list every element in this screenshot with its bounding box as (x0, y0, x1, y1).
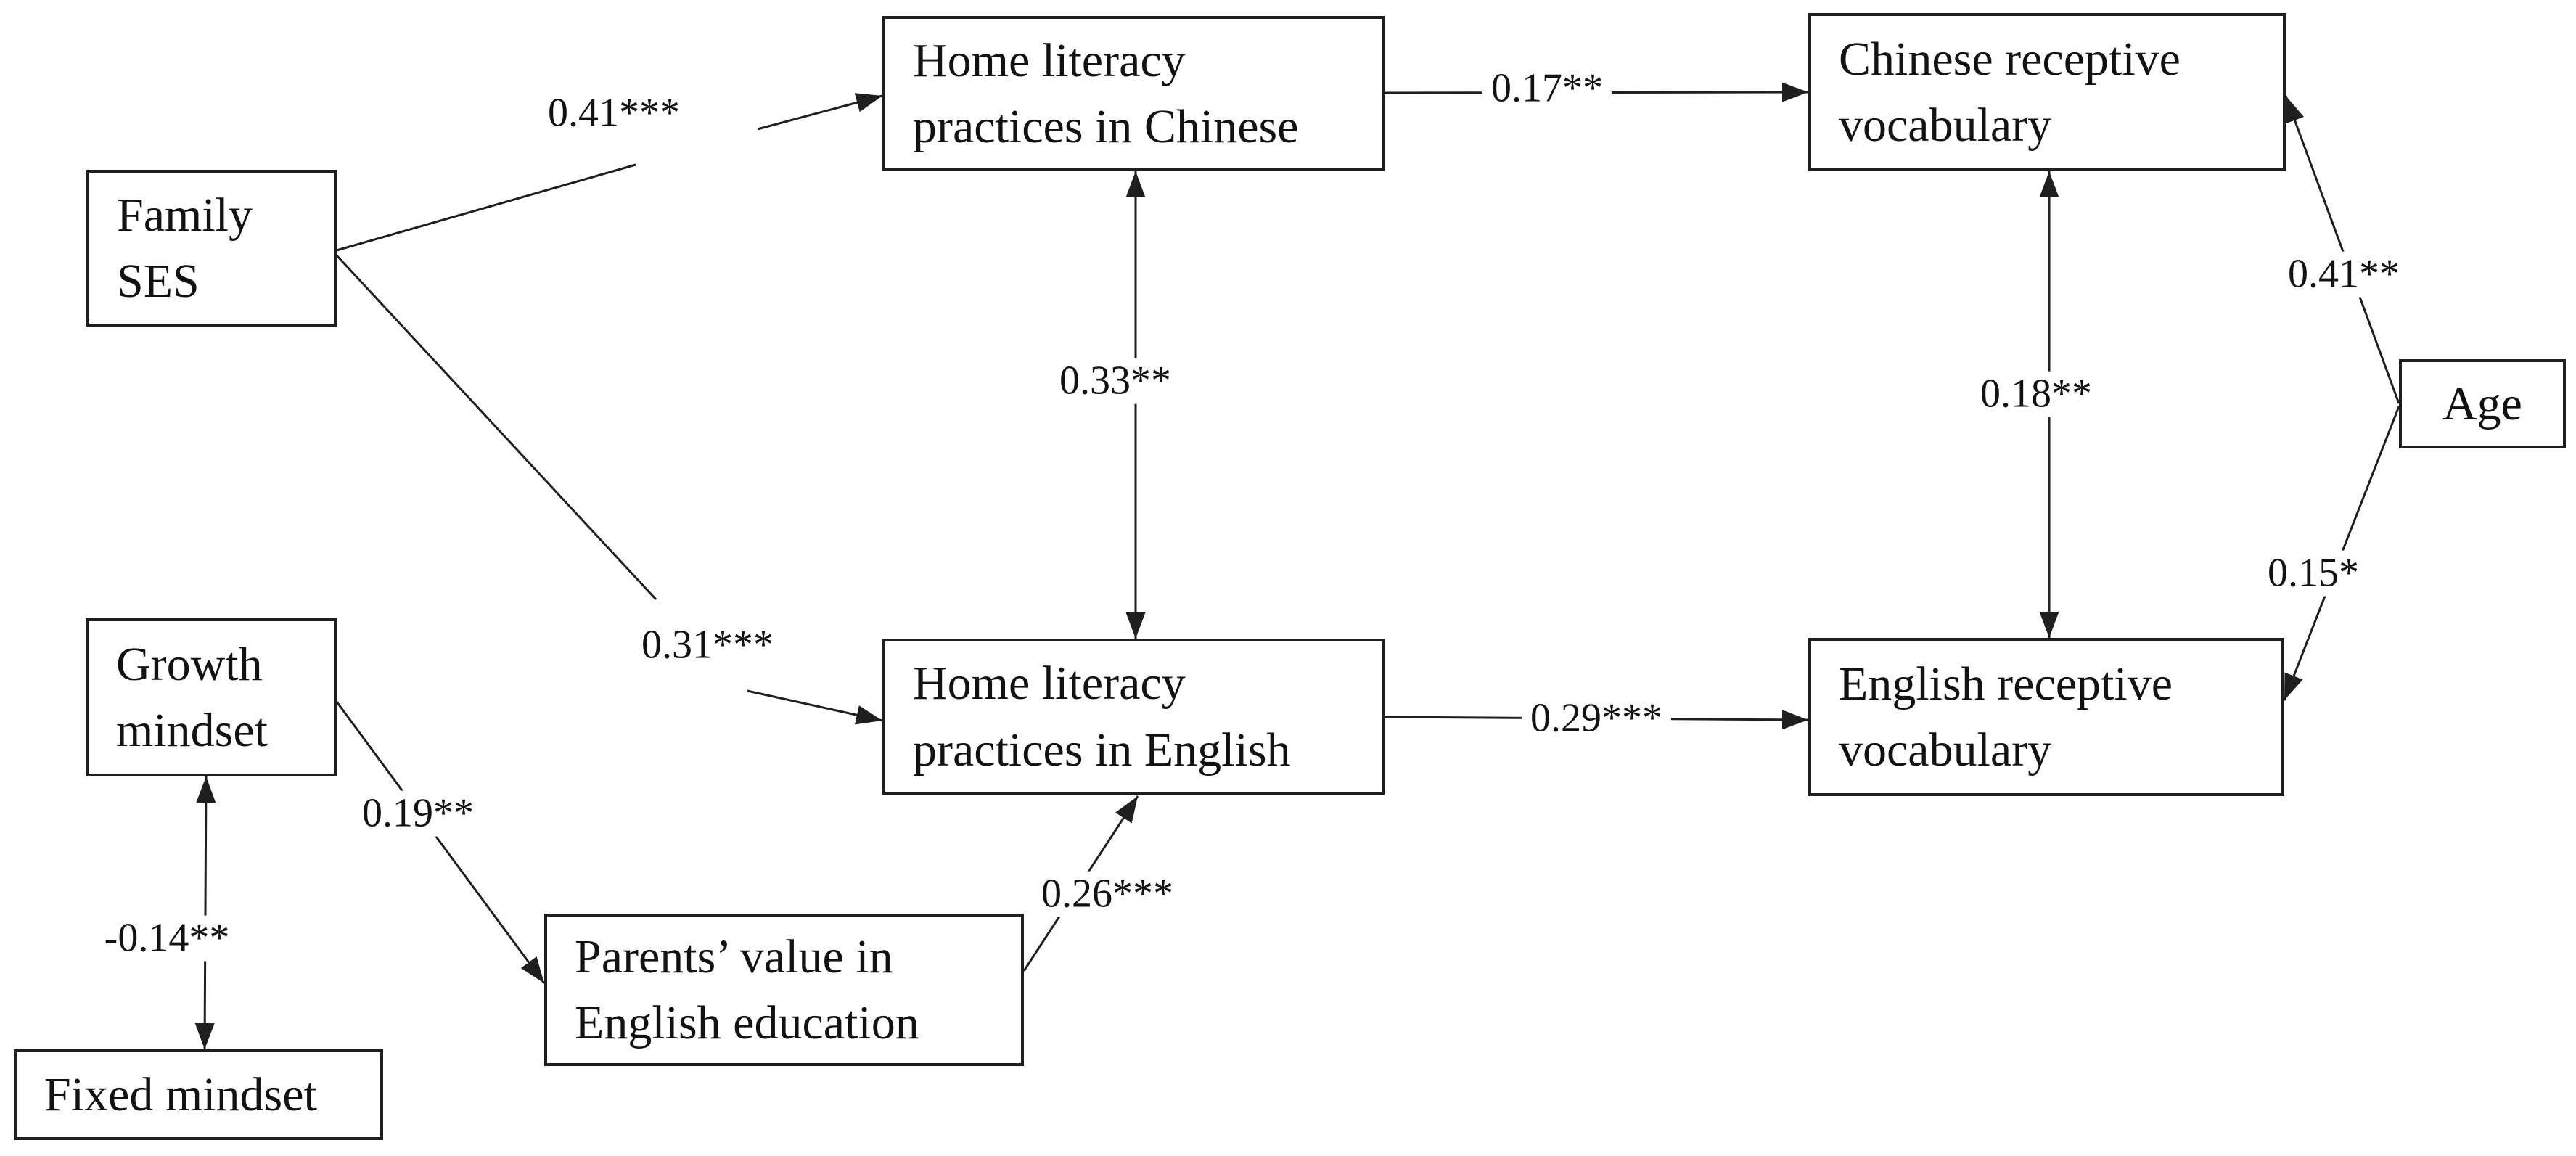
coefficient-ses-to-hlp-english: 0.31*** (633, 622, 782, 668)
node-parents-value: Parents’ value in English education (544, 914, 1024, 1066)
node-chinese-rv: Chinese receptive vocabulary (1808, 13, 2286, 171)
node-hlp-english: Home literacy practices in English (882, 639, 1385, 795)
node-label-chinese-rv: Chinese receptive vocabulary (1839, 32, 2181, 152)
node-fixed-mindset: Fixed mindset (14, 1049, 383, 1140)
node-family-ses: Family SES (86, 170, 337, 327)
coefficient-age-to-chinese-rv: 0.41** (2279, 251, 2408, 298)
coefficient-growth-to-parents-value: 0.19** (353, 790, 483, 837)
node-hlp-chinese: Home literacy practices in Chinese (882, 16, 1385, 171)
path-line-growth-fixed (194, 776, 216, 1050)
node-growth-mindset: Growth mindset (86, 618, 337, 776)
coefficient-age-to-english-rv: 0.15* (2259, 550, 2368, 597)
coefficient-chinese-rv-english-rv: 0.18** (1972, 371, 2101, 417)
coefficient-growth-fixed: -0.14** (95, 915, 239, 962)
node-label-hlp-english: Home literacy practices in English (913, 657, 1291, 776)
path-line-ses-to-hlp-english (747, 689, 883, 725)
coefficient-hlp-english-to-english-rv: 0.29*** (1522, 695, 1671, 742)
path-line-ses-to-hlp-chinese (336, 163, 636, 252)
node-label-fixed-mindset: Fixed mindset (44, 1067, 317, 1121)
node-age: Age (2399, 359, 2566, 448)
path-line-growth-to-parents-value (335, 701, 546, 984)
node-label-english-rv: English receptive vocabulary (1839, 657, 2173, 776)
coefficient-hlp-chinese-hlp-english: 0.33** (1051, 358, 1180, 404)
path-line-ses-to-hlp-english (335, 254, 657, 601)
coefficient-hlp-chinese-to-chinese-rv: 0.17** (1482, 65, 1612, 112)
node-label-age: Age (2442, 377, 2522, 430)
path-line-age-to-chinese-rv (2284, 95, 2400, 404)
node-label-hlp-chinese: Home literacy practices in Chinese (913, 33, 1299, 153)
node-english-rv: English receptive vocabulary (1808, 638, 2284, 796)
coefficient-parents-value-to-hlp-english: 0.26*** (1033, 871, 1182, 917)
path-line-ses-to-hlp-chinese (757, 93, 883, 131)
node-label-growth-mindset: Growth mindset (116, 637, 268, 757)
coefficient-ses-to-hlp-chinese: 0.41*** (539, 90, 689, 136)
node-label-parents-value: Parents’ value in English education (575, 930, 919, 1049)
node-label-family-ses: Family SES (117, 188, 253, 308)
